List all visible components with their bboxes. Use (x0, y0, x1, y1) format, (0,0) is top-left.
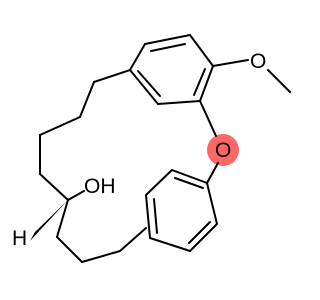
bond (171, 169, 208, 184)
bond (157, 100, 201, 105)
hydroxyl-label: OH (84, 175, 116, 198)
molecule-svg: O O OH H (12, 34, 291, 263)
double-bond-line (150, 43, 186, 52)
alkyl-chain (39, 69, 131, 201)
bond (93, 69, 131, 83)
bond (149, 237, 191, 252)
double-bond-line (193, 68, 206, 96)
structure-diagram: O O OH H (12, 34, 291, 263)
double-bond-line (174, 177, 204, 189)
bond (189, 34, 214, 67)
bond-methoxy-o-to-methyl (267, 69, 291, 93)
bond (145, 169, 173, 196)
lower-benzene-ring (145, 169, 218, 252)
stereo-hydrogen-label: H (12, 227, 27, 250)
upper-benzene-ring (129, 34, 214, 105)
bond (129, 43, 146, 71)
bond (119, 227, 147, 252)
bond-ring-to-ether-o (199, 100, 217, 137)
bond (189, 223, 218, 252)
stereo-wedge-bond (30, 200, 68, 241)
bond-ether-o-to-lower-ring (206, 162, 219, 184)
bond (79, 81, 95, 118)
ether-oxygen-highlight (207, 134, 239, 166)
bond (144, 34, 191, 45)
bond (39, 173, 69, 201)
bond (199, 65, 214, 102)
bond-stereocenter-to-chain (56, 199, 69, 238)
bond (206, 182, 218, 225)
double-bond-line (188, 221, 211, 244)
bond-stereocenter-to-hydroxyl (67, 190, 85, 201)
bond (39, 116, 81, 136)
double-bond-line (137, 70, 161, 97)
bond-ring-to-methoxy-o (212, 59, 249, 67)
methoxy-oxygen-label: O (250, 50, 266, 73)
ether-oxygen-label: O (215, 139, 231, 162)
bond (81, 250, 121, 263)
double-bond-line (153, 198, 158, 234)
bond (145, 194, 151, 239)
bond (56, 236, 83, 263)
bond (129, 69, 159, 105)
